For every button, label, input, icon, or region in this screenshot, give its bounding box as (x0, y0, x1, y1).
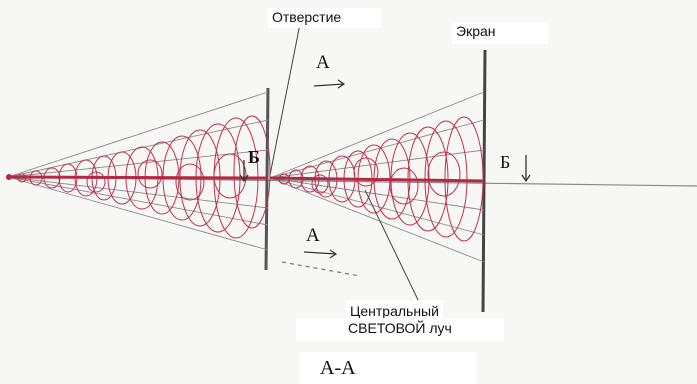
central-ray-label-line1: Центральный (350, 303, 439, 319)
central-ray-label-line2: СВЕТОВОЙ луч (348, 320, 452, 336)
section-caption: А-А (300, 352, 476, 384)
section-a-bottom-label: A (306, 225, 320, 246)
left-central-ray (7, 175, 269, 180)
section-b-right-label: Б (500, 152, 511, 172)
caption-text: А-А (320, 357, 356, 379)
section-b-left-label: Б (248, 147, 260, 167)
right-central-ray (269, 176, 485, 183)
arrow-a-bottom (303, 251, 337, 255)
aperture-leader (269, 23, 301, 176)
right-cone-rays (269, 91, 485, 263)
section-a-top-label: A (316, 52, 330, 73)
arrow-a-top (313, 83, 345, 87)
light-source-point (6, 174, 12, 180)
aperture-label: Отверстие (268, 8, 382, 28)
screen-label: Экран (452, 22, 548, 44)
central-ray-leader (364, 189, 421, 305)
central-ray-label: Центральный (346, 300, 443, 323)
central-ray-label-2: СВЕТОВОЙ луч (296, 318, 504, 341)
left-cone-rays (7, 91, 269, 251)
dashed-trace (281, 261, 361, 277)
